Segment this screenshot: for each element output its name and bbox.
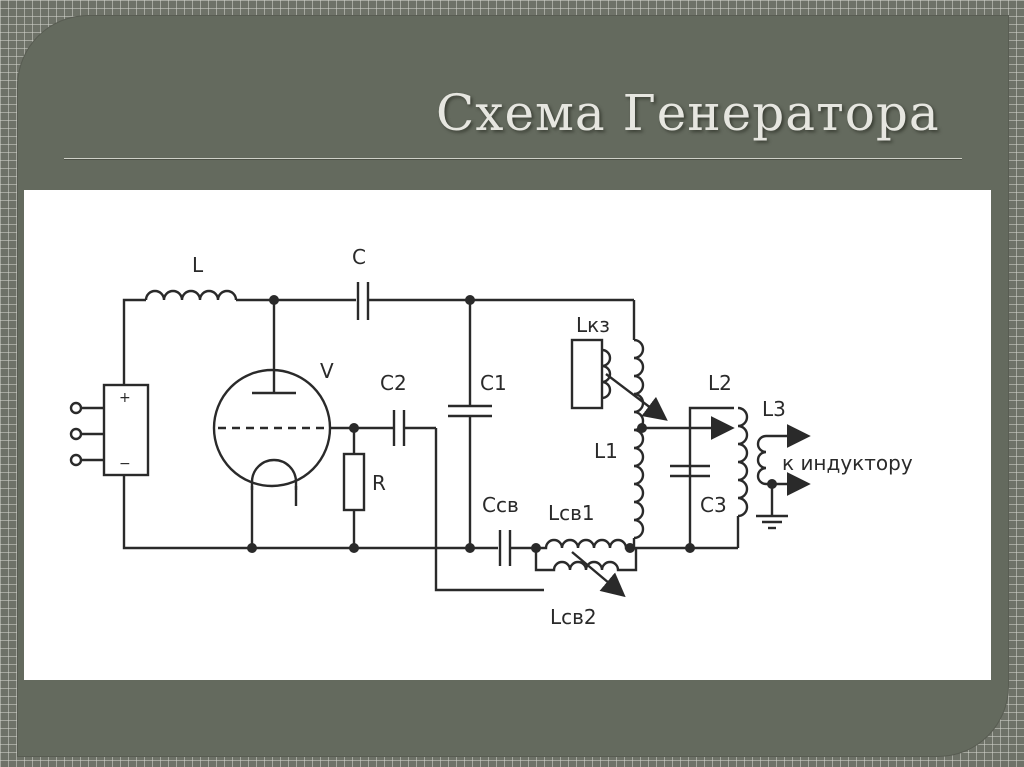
capacitor-C1: C1 [448,300,507,548]
node-dot [247,543,257,553]
generator-schematic: + − L C [69,245,913,629]
inductor-Lsv2: Lсв2 [534,548,638,629]
inductor-L: L [144,253,274,302]
inductor-L3: L3 [756,397,811,496]
capacitor-C2: C2 [354,371,436,446]
title-divider [64,158,962,160]
power-supply: + − [69,383,150,477]
vacuum-tube-V: V [212,300,334,548]
label-L: L [192,253,204,277]
inductor-Lsv1: Lсв1 [536,501,630,550]
capacitor-C3: C3 [670,464,727,517]
label-C2: C2 [380,371,407,395]
inductor-Lks: Lкз [570,313,612,410]
inductor-L2: L2 [688,371,749,548]
terminal [69,401,83,415]
label-Csv: Cсв [482,493,519,517]
node-dot [349,543,359,553]
label-C3: C3 [700,493,727,517]
inductor-L1: L1 [594,338,668,548]
minus-sign: − [119,456,131,472]
capacitor-C: C [352,245,370,320]
label-C1: C1 [480,371,507,395]
label-L2: L2 [708,371,732,395]
resistor-R: R [342,428,386,548]
label-Lks: Lкз [576,313,610,337]
label-C: C [352,245,366,269]
plus-sign: + [119,390,131,406]
label-L1: L1 [594,439,618,463]
schematic-figure: + − L C [24,190,991,680]
slide-title: Схема Генератора [436,84,940,142]
label-Lsv2: Lсв2 [550,605,597,629]
capacitor-Csv: Cсв [482,493,536,566]
label-Lsv1: Lсв1 [548,501,595,525]
terminal [69,427,83,441]
label-L3: L3 [762,397,786,421]
terminal [69,453,83,467]
label-R: R [372,471,386,495]
label-V: V [320,359,334,383]
output-label: к индуктору [782,451,913,475]
ground-symbol [756,484,788,530]
